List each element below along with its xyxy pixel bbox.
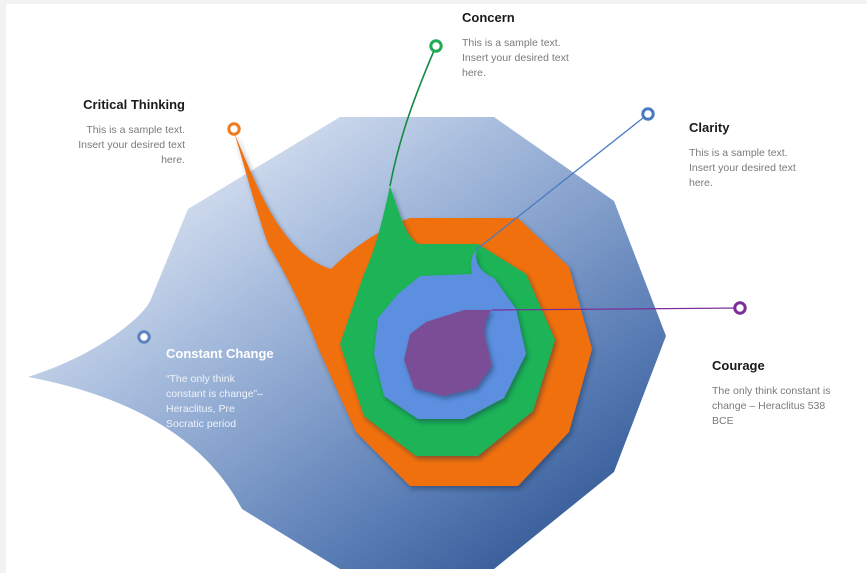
critical-thinking-text-line: This is a sample text.	[86, 124, 185, 136]
slide: Concern This is a sample text. Insert yo…	[6, 4, 867, 573]
courage-text-line: change – Heraclitus 538	[712, 400, 826, 412]
constant-change-title: Constant Change	[166, 346, 274, 361]
courage-text: The only think constant is change – Hera…	[712, 384, 867, 429]
constant-change-text-line: Heraclitus, Pre	[166, 403, 235, 415]
constant-change-text-line: “The only think	[166, 373, 235, 385]
critical-thinking-text-line: Insert your desired text	[78, 139, 185, 151]
concern-label: Concern This is a sample text. Insert yo…	[462, 10, 632, 81]
critical-thinking-text: This is a sample text. Insert your desir…	[20, 123, 185, 168]
clarity-text-line: here.	[689, 177, 713, 189]
critical-thinking-text-line: here.	[161, 154, 185, 166]
concern-marker-icon	[429, 39, 443, 53]
concern-text-line: here.	[462, 67, 486, 79]
constant-change-label: Constant Change “The only think constant…	[166, 346, 326, 432]
clarity-label: Clarity This is a sample text. Insert yo…	[689, 120, 859, 191]
courage-text-line: The only think constant is	[712, 385, 831, 397]
concern-text: This is a sample text. Insert your desir…	[462, 36, 632, 81]
concern-text-line: This is a sample text.	[462, 37, 561, 49]
constant-change-marker-icon	[137, 330, 151, 344]
concern-title: Concern	[462, 10, 515, 25]
concern-text-line: Insert your desired text	[462, 52, 569, 64]
constant-change-text: “The only think constant is change”– Her…	[166, 372, 326, 432]
courage-text-line: BCE	[712, 415, 734, 427]
critical-thinking-title: Critical Thinking	[83, 97, 185, 112]
constant-change-text-line: constant is change”–	[166, 388, 263, 400]
clarity-text: This is a sample text. Insert your desir…	[689, 146, 859, 191]
onion-diagram	[28, 39, 747, 569]
concern-connector	[389, 45, 437, 187]
courage-title: Courage	[712, 358, 765, 373]
critical-thinking-marker-icon	[227, 122, 241, 136]
clarity-connector	[475, 113, 649, 251]
courage-marker-icon	[733, 301, 747, 315]
courage-connector	[491, 307, 741, 311]
clarity-title: Clarity	[689, 120, 730, 135]
courage-label: Courage The only think constant is chang…	[712, 358, 867, 429]
clarity-text-line: This is a sample text.	[689, 147, 788, 159]
constant-change-text-line: Socratic period	[166, 418, 237, 430]
clarity-text-line: Insert your desired text	[689, 162, 796, 174]
purple-core	[404, 310, 492, 396]
critical-thinking-label: Critical Thinking This is a sample text.…	[20, 97, 185, 168]
clarity-marker-icon	[641, 107, 655, 121]
